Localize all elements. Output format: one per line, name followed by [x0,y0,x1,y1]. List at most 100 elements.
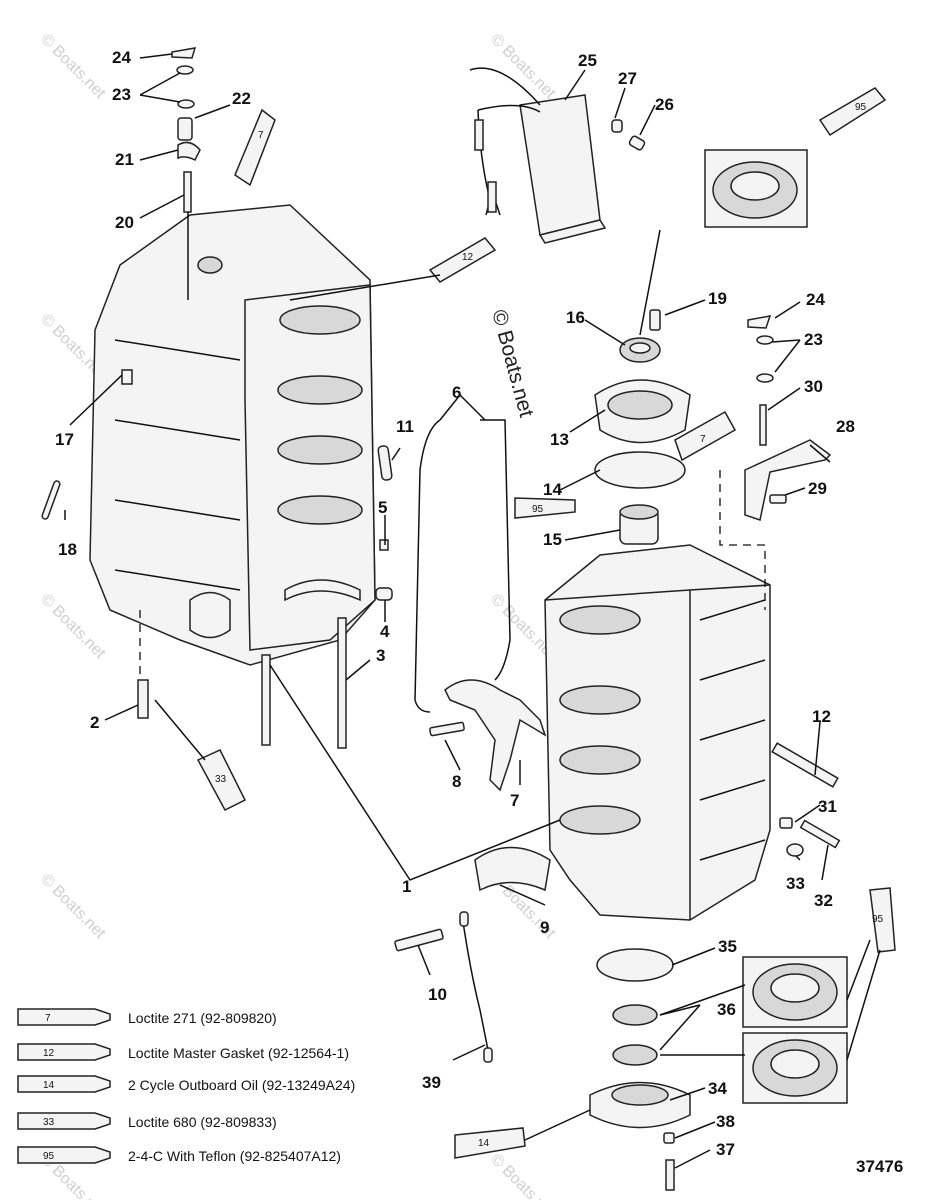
svg-text:Loctite 271 (92-809820): Loctite 271 (92-809820) [128,1010,277,1026]
watermark-main: © Boats.net [487,307,538,419]
callout-11: 11 [396,417,414,436]
crankcase-right [544,544,771,921]
bearing-cap-7 [429,679,547,792]
callout-1: 1 [402,877,411,896]
rectifier-box [469,67,646,244]
svg-text:95: 95 [532,504,544,515]
crankshaft-bores [277,305,363,602]
svg-text:7: 7 [700,434,706,445]
callout-28: 28 [836,417,855,436]
legend-row: 33 Loctite 680 (92-809833) [17,1112,277,1130]
legend-row: 7 Loctite 271 (92-809820) [17,1008,277,1026]
callout-18: 18 [58,540,77,559]
callout-14: 14 [543,480,562,499]
callout-9: 9 [540,918,549,937]
callout-27: 27 [618,69,637,88]
svg-text:33: 33 [43,1117,55,1128]
crankcase-bores [559,605,641,835]
callout-15: 15 [543,530,562,549]
watermark: © Boats.net [487,1151,559,1200]
svg-text:95: 95 [43,1151,55,1162]
callout-31: 31 [818,797,837,816]
callout-25: 25 [578,51,597,70]
studs [137,617,347,749]
callout-33: 33 [786,874,805,893]
tube-95-top: 95 [818,87,887,137]
callout-22: 22 [232,89,251,108]
tube-7-mid: 7 [674,410,737,462]
callout-38: 38 [716,1112,735,1131]
callout-4: 4 [380,622,390,641]
sealant-tubes: 7 12 95 7 95 33 95 14 [196,87,896,1159]
right-top-fasteners [744,315,832,521]
tube-33: 33 [196,749,247,811]
watermark: © Boats.net [487,31,559,103]
svg-text:12: 12 [462,252,474,263]
svg-text:14: 14 [478,1138,490,1149]
dashed-centerlines [139,470,766,680]
callout-5: 5 [378,498,387,517]
tube-12: 12 [428,237,497,283]
dowels-and-lines [41,369,393,601]
watermark: © Boats.net [37,591,109,663]
tube-95-mid: 95 [514,497,576,519]
svg-text:7: 7 [258,130,264,141]
top-left-fasteners [171,47,201,300]
callout-34: 34 [708,1079,727,1098]
callout-32: 32 [814,891,833,910]
svg-text:Loctite Master Gasket (92-1256: Loctite Master Gasket (92-12564-1) [128,1045,349,1061]
legend-row: 12 Loctite Master Gasket (92-12564-1) [17,1043,349,1061]
legend-row: 14 2 Cycle Outboard Oil (92-13249A24) [17,1075,355,1093]
callout-36: 36 [717,1000,736,1019]
figure-number: 37476 [856,1157,903,1176]
callout-numbers: 24 23 22 21 20 25 27 26 16 19 24 23 30 2… [55,48,855,1159]
lower-end-cap [589,948,691,1191]
svg-text:95: 95 [872,914,884,925]
callout-2: 2 [90,713,99,732]
tube-7-top: 7 [234,108,276,187]
callout-3: 3 [376,646,385,665]
watermark: © Boats.net [37,31,109,103]
callout-24: 24 [806,290,825,309]
callout-24: 24 [112,48,131,67]
svg-text:Loctite 680 (92-809833): Loctite 680 (92-809833) [128,1114,277,1130]
callout-19: 19 [708,289,727,308]
callout-16: 16 [566,308,585,327]
callout-30: 30 [804,377,823,396]
callout-39: 39 [422,1073,441,1092]
sealant-legend: 7 Loctite 271 (92-809820) 12 Loctite Mas… [17,1008,355,1164]
callout-20: 20 [115,213,134,232]
leader-lines [64,53,881,1169]
callout-7: 7 [510,791,519,810]
svg-text:2-4-C With Teflon (92-825407A1: 2-4-C With Teflon (92-825407A12) [128,1148,341,1164]
watermark: © Boats.net [37,871,109,943]
tube-14: 14 [454,1127,526,1159]
callout-6: 6 [452,383,461,402]
upper-end-cap [594,309,691,545]
tube-95-right: 95 [869,887,896,953]
legend-row: 95 2-4-C With Teflon (92-825407A12) [17,1146,341,1164]
svg-text:14: 14 [43,1080,55,1091]
callout-13: 13 [550,430,569,449]
callout-23: 23 [112,85,131,104]
cylinder-block-left [89,204,376,666]
callout-29: 29 [808,479,827,498]
callout-35: 35 [718,937,737,956]
callout-37: 37 [716,1140,735,1159]
svg-text:33: 33 [215,774,227,785]
bolt-10-and-wire-39 [394,911,493,1063]
right-bolts [771,742,841,857]
callout-26: 26 [655,95,674,114]
callout-10: 10 [428,985,447,1004]
callout-23: 23 [804,330,823,349]
bearing-cap-9 [474,846,551,892]
callout-8: 8 [452,772,461,791]
svg-text:95: 95 [855,102,867,113]
svg-text:12: 12 [43,1048,55,1059]
seal-inset-bottom [742,956,848,1104]
callout-12: 12 [812,707,831,726]
callout-17: 17 [55,430,74,449]
svg-text:2 Cycle Outboard Oil (92-13249: 2 Cycle Outboard Oil (92-13249A24) [128,1077,355,1093]
oil-tubes [414,419,511,713]
